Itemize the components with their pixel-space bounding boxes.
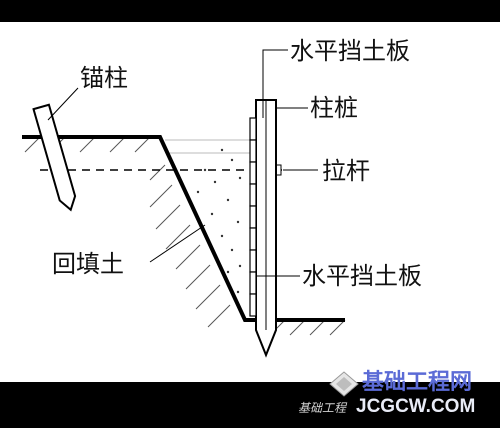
- anchor-post: [32, 103, 77, 212]
- label-board-bottom: 水平挡土板: [302, 262, 422, 290]
- label-tie-rod: 拉杆: [322, 157, 370, 185]
- watermark: 基础工程网 基础工程 JCGCW.COM: [298, 370, 475, 417]
- backfill-dots: [196, 148, 242, 294]
- watermark-cn: 基础工程网: [362, 370, 472, 395]
- excavation-profile: [22, 135, 345, 322]
- watermark-small: 基础工程: [298, 401, 348, 415]
- label-anchor: 锚柱: [80, 64, 128, 92]
- label-pile: 柱桩: [310, 94, 358, 122]
- horizontal-boards: [249, 117, 257, 317]
- backfill-lines: [165, 139, 250, 154]
- watermark-logo-icon: [329, 371, 359, 397]
- label-board-top: 水平挡土板: [290, 37, 410, 65]
- label-backfill: 回填土: [52, 250, 124, 278]
- leader-lines: [47, 49, 318, 277]
- watermark-en: JCGCW.COM: [356, 396, 475, 417]
